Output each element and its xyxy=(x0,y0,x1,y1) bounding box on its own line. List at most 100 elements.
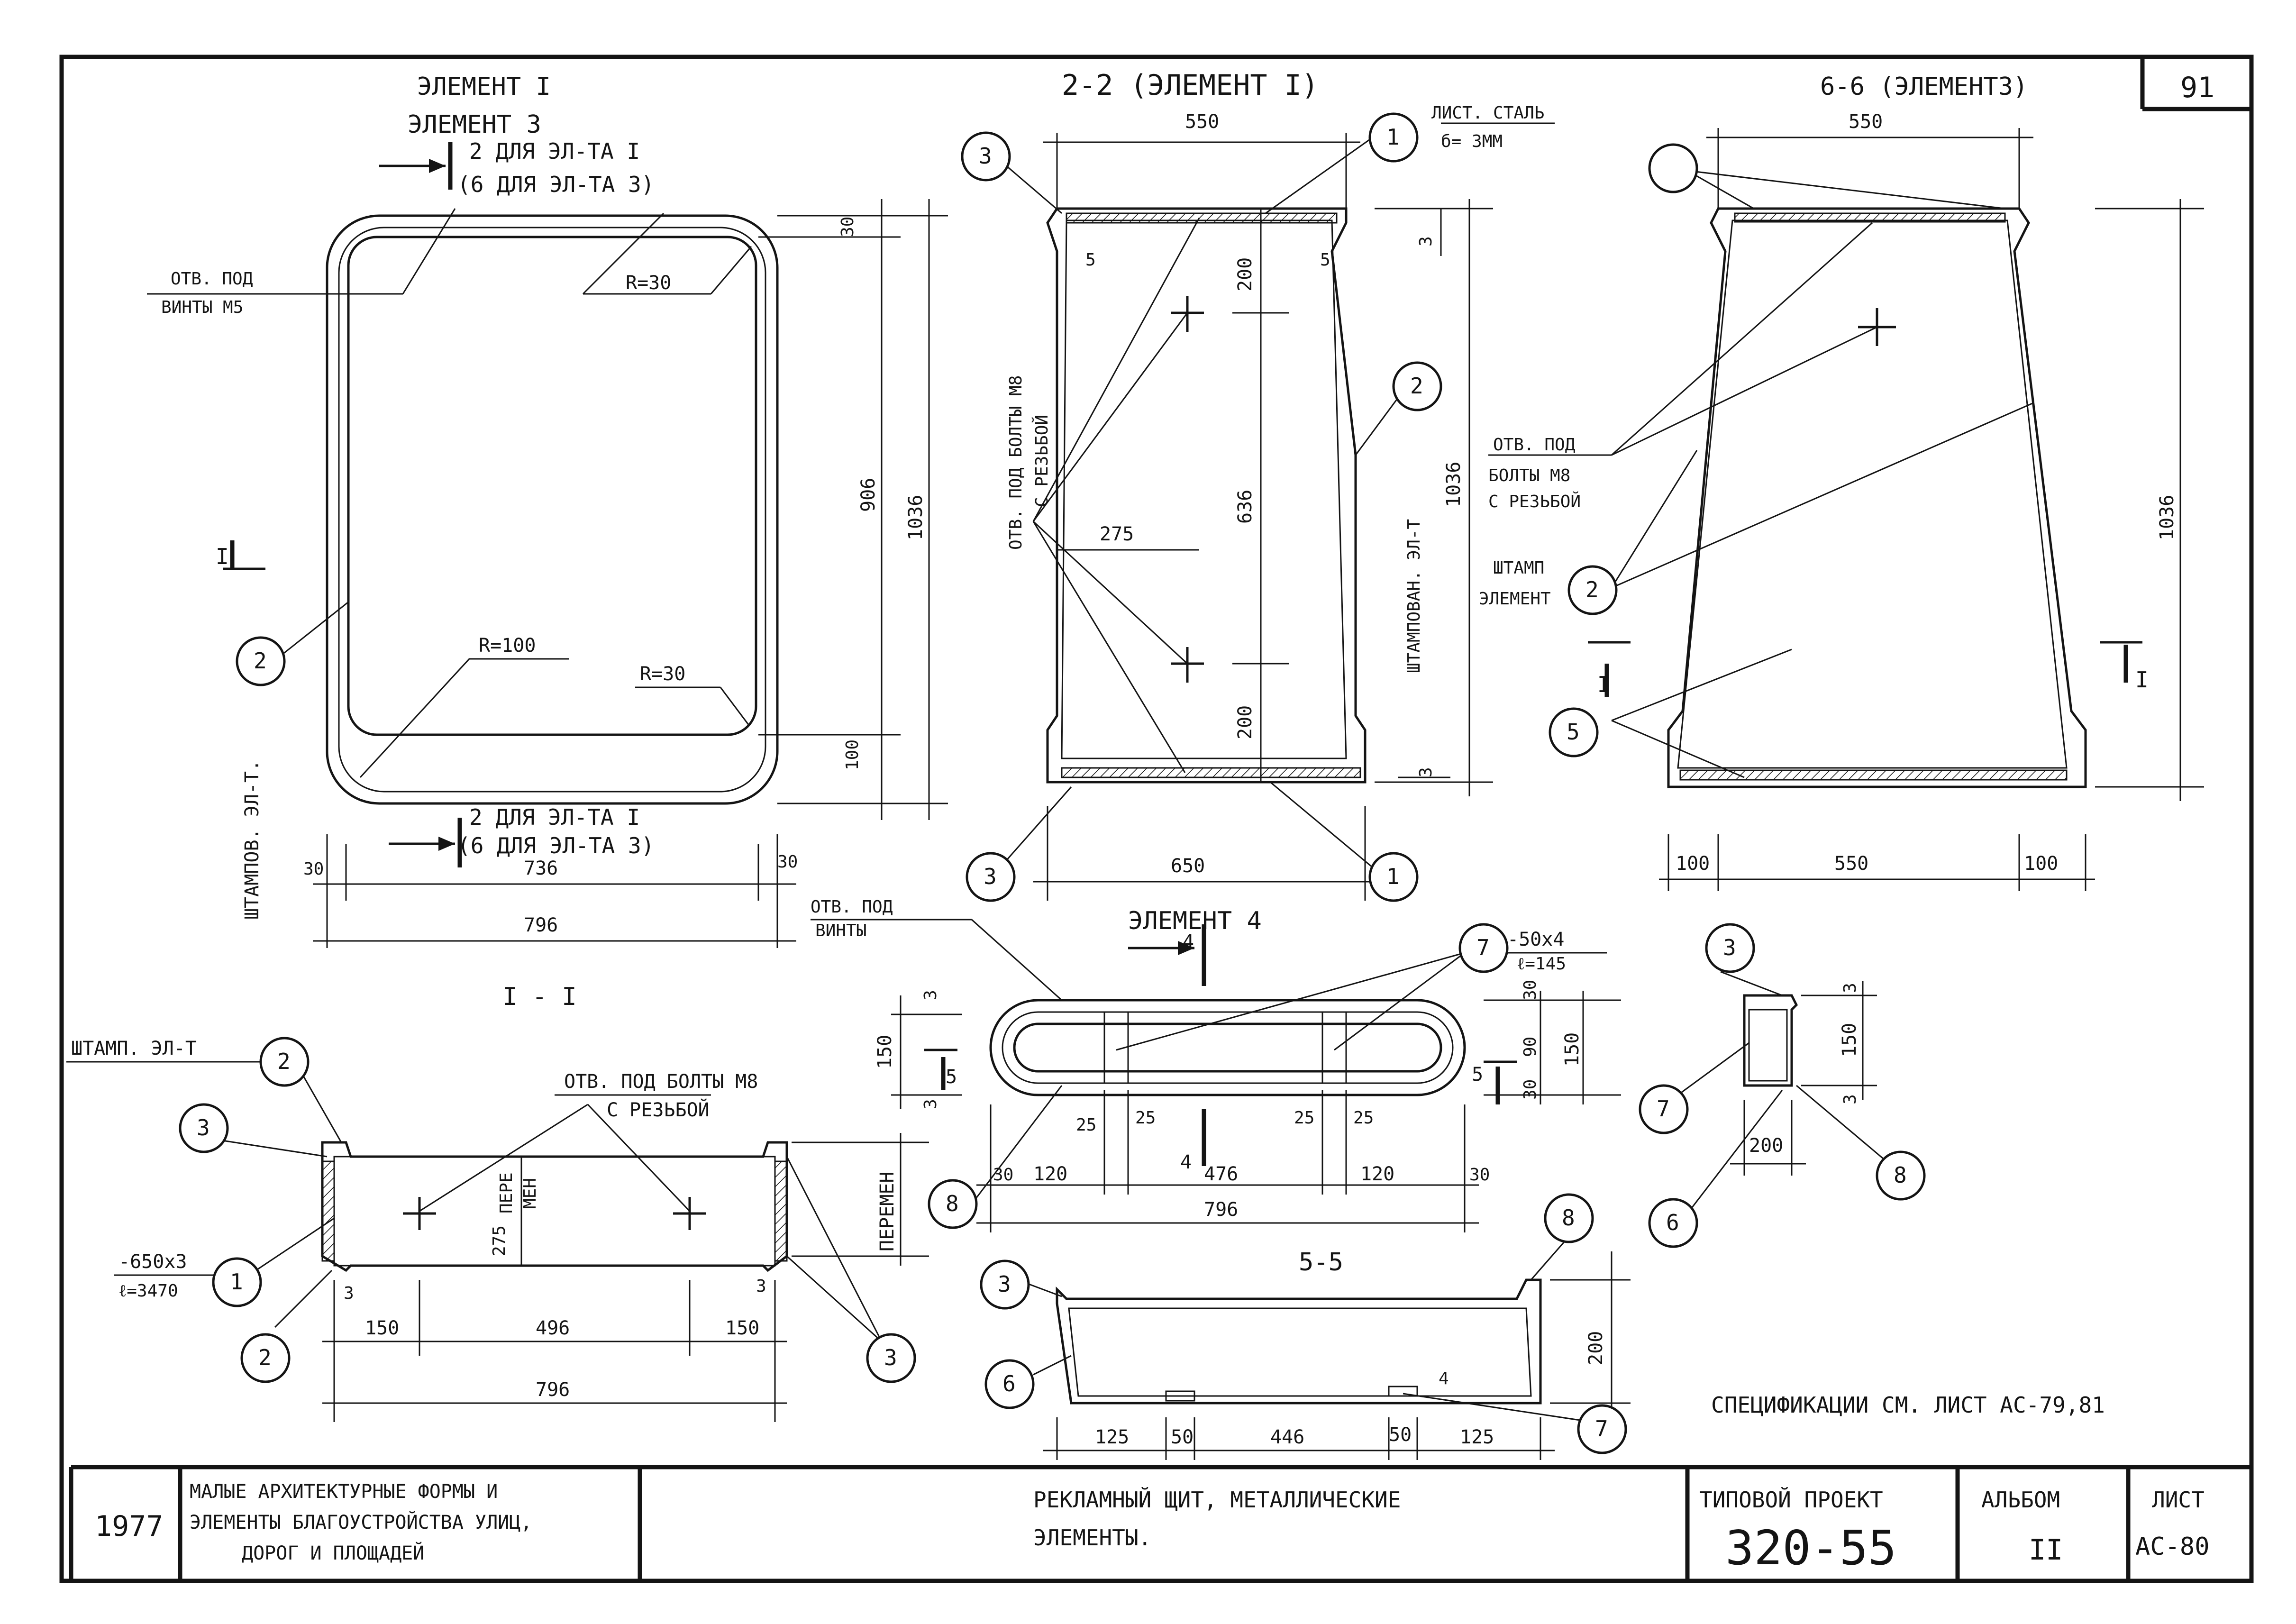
callout-s44-6 xyxy=(1648,1198,1698,1248)
callout-el4-8-label: 8 xyxy=(946,1191,959,1216)
s22-dim-636: 636 xyxy=(1234,490,1256,524)
s55-three-leader xyxy=(1023,1281,1062,1297)
r30-arrow xyxy=(710,246,752,294)
el4-title: ЭЛЕМЕНТ 4 xyxy=(1128,907,1262,935)
callout-s66-2 xyxy=(1567,565,1618,615)
s55-dim-50b: 50 xyxy=(1389,1424,1412,1446)
s66-bottom-plate xyxy=(1679,769,2068,781)
element-4: ЭЛЕМЕНТ 4 ОТВ. ПОД ВИНТЫ -50х4 ℓ=145 3 1… xyxy=(811,897,1621,1232)
s22-leader1 xyxy=(1032,312,1188,522)
s66-top-callout-leader2 xyxy=(1687,170,2005,210)
spec-note: СПЕЦИФИКАЦИИ СМ. ЛИСТ АС-79,81 xyxy=(1711,1392,2105,1418)
s11-left-plate xyxy=(321,1160,335,1262)
s22-dim-5a: 5 xyxy=(1085,250,1096,270)
s11-dim-150b: 150 xyxy=(725,1317,759,1339)
s11-dim-796: 796 xyxy=(536,1379,570,1401)
s11-dim-peremen: ПЕРЕМЕН xyxy=(876,1171,898,1251)
callout-s22-1b xyxy=(1368,852,1419,902)
callout-s55-7 xyxy=(1577,1404,1627,1454)
s22-holes-a: ОТВ. ПОД БОЛТЫ М8 xyxy=(1006,375,1026,550)
callout-s11-2a-label: 2 xyxy=(277,1049,291,1074)
s66-dim-100a: 100 xyxy=(1676,853,1710,875)
tb-desc-1: МАЛЫЕ АРХИТЕКТУРНЫЕ ФОРМЫ И xyxy=(190,1481,498,1503)
s66-holes-b: БОЛТЫ М8 xyxy=(1488,466,1570,485)
el4-dim-30b: 30 xyxy=(1521,1079,1540,1100)
el4-dim-3b: 3 xyxy=(921,1099,940,1109)
callout-s44-6-label: 6 xyxy=(1666,1210,1679,1235)
s44-three-leader xyxy=(1720,971,1783,996)
plan-dim-30b: 30 xyxy=(777,852,798,872)
callout-s22-2 xyxy=(1392,361,1442,411)
s11-holes-b: С РЕЗЬБОЙ xyxy=(607,1098,710,1121)
s11-holes-leader1 xyxy=(419,1104,588,1212)
el4-holes-leader xyxy=(971,919,1063,1001)
plan-dim-100: 100 xyxy=(843,739,862,770)
cut-arrow-top-head xyxy=(429,159,446,173)
s66-inner xyxy=(1677,219,2068,769)
s66-dim-3b: 3 xyxy=(1416,767,1436,777)
el4-cut-mark2-label: 4 xyxy=(1180,1151,1192,1173)
el4-outer xyxy=(989,999,1466,1096)
s11-sheet-a: -650х3 xyxy=(118,1251,187,1273)
s11-dim-pere-b: МЕН xyxy=(520,1178,540,1209)
tb-desc-2: ЭЛЕМЕНТЫ БЛАГОУСТРОЙСТВА УЛИЦ, xyxy=(190,1511,532,1533)
callout-s22-2-label: 2 xyxy=(1410,373,1423,399)
plan-holes-b: ВИНТЫ М5 xyxy=(161,298,243,317)
el4-dim-476: 476 xyxy=(1204,1163,1238,1185)
s22-dim-275: 275 xyxy=(1100,523,1134,545)
callout-s44-7-label: 7 xyxy=(1657,1096,1670,1122)
tb-project-no: 320-55 xyxy=(1725,1520,1896,1576)
el4-seven-leader1 xyxy=(1116,952,1465,1051)
sheet-frame xyxy=(59,55,2254,1583)
plan-title-a: ЭЛЕМЕНТ I xyxy=(417,73,551,101)
plan-section-mark: I xyxy=(216,544,229,569)
s66-section-mark-left: I xyxy=(1597,672,1611,697)
callout-s11-3b xyxy=(866,1333,916,1383)
plan-r-mid: R=100 xyxy=(479,635,536,657)
plan-view: ЭЛЕМЕНТ I ЭЛЕМЕНТ 3 2 ДЛЯ ЭЛ-ТА I (6 ДЛЯ… xyxy=(147,73,948,948)
s66-top-callout-leader1 xyxy=(1687,170,1754,210)
title-block: 1977 МАЛЫЕ АРХИТЕКТУРНЫЕ ФОРМЫ И ЭЛЕМЕНТ… xyxy=(69,1465,2251,1581)
callout-s44-3 xyxy=(1705,923,1755,973)
callout-s44-7 xyxy=(1639,1084,1689,1134)
s22-holes-b: С РЕЗЬБОЙ xyxy=(1032,415,1052,507)
callout-s22-1b-label: 1 xyxy=(1386,864,1400,889)
el4-strip-left xyxy=(1103,1011,1129,1084)
s11-right-plate xyxy=(774,1160,788,1262)
el4-eight-leader xyxy=(971,1085,1063,1204)
el4-dim-30a: 30 xyxy=(1521,980,1540,1000)
el4-strip-a: -50х4 xyxy=(1507,929,1564,950)
callout-s22-3a-label: 3 xyxy=(979,143,992,169)
s66-stamp-b: ЭЛЕМЕНТ xyxy=(1479,589,1551,609)
s22-leader-3b xyxy=(999,786,1072,868)
el4-stamp-line xyxy=(1002,1011,1454,1084)
s66-dim-550: 550 xyxy=(1849,111,1883,133)
callout-s66-5-label: 5 xyxy=(1567,719,1580,745)
r30b-leader xyxy=(720,687,750,726)
s11-dim-496: 496 xyxy=(536,1317,570,1339)
plan-cut-bot-b: (6 ДЛЯ ЭЛ-ТА 3) xyxy=(457,833,654,858)
el4-dim-25a: 25 xyxy=(1076,1115,1096,1135)
callout-s22-3a xyxy=(961,131,1011,182)
s22-title: 2-2 (ЭЛЕМЕНТ I) xyxy=(1062,69,1319,102)
s66-dim-1036: 1036 xyxy=(2156,495,2178,540)
plan-r-top: R=30 xyxy=(626,272,671,294)
callout-s44-8-label: 8 xyxy=(1894,1162,1907,1188)
el4-dim-25c: 25 xyxy=(1294,1108,1314,1128)
s55-eight-leader xyxy=(1530,1241,1565,1280)
s44-inner xyxy=(1748,1009,1788,1082)
section-6-6: 6-6 (ЭЛЕМЕНТ3) 550 3 3 1036 ОТВ. ПОД БОЛ… xyxy=(1398,73,2204,891)
el4-cut-mark-label: 4 xyxy=(1183,931,1194,953)
s11-one-leader xyxy=(255,1217,335,1271)
s66-stamp-leader2 xyxy=(1611,450,1698,588)
s66-holes-leader2 xyxy=(1611,222,1873,456)
tb-album-no: II xyxy=(2029,1533,2063,1567)
plan-dim-30v: 30 xyxy=(838,217,857,237)
callout-s66-5 xyxy=(1549,707,1599,757)
tb-project-label: ТИПОВОЙ ПРОЕКТ xyxy=(1699,1487,1883,1513)
callout-s11-3-label: 3 xyxy=(197,1115,210,1140)
callout-s22-3b xyxy=(966,852,1016,902)
plan-dim-796: 796 xyxy=(524,914,558,936)
callout-s22-1a-label: 1 xyxy=(1386,124,1400,150)
